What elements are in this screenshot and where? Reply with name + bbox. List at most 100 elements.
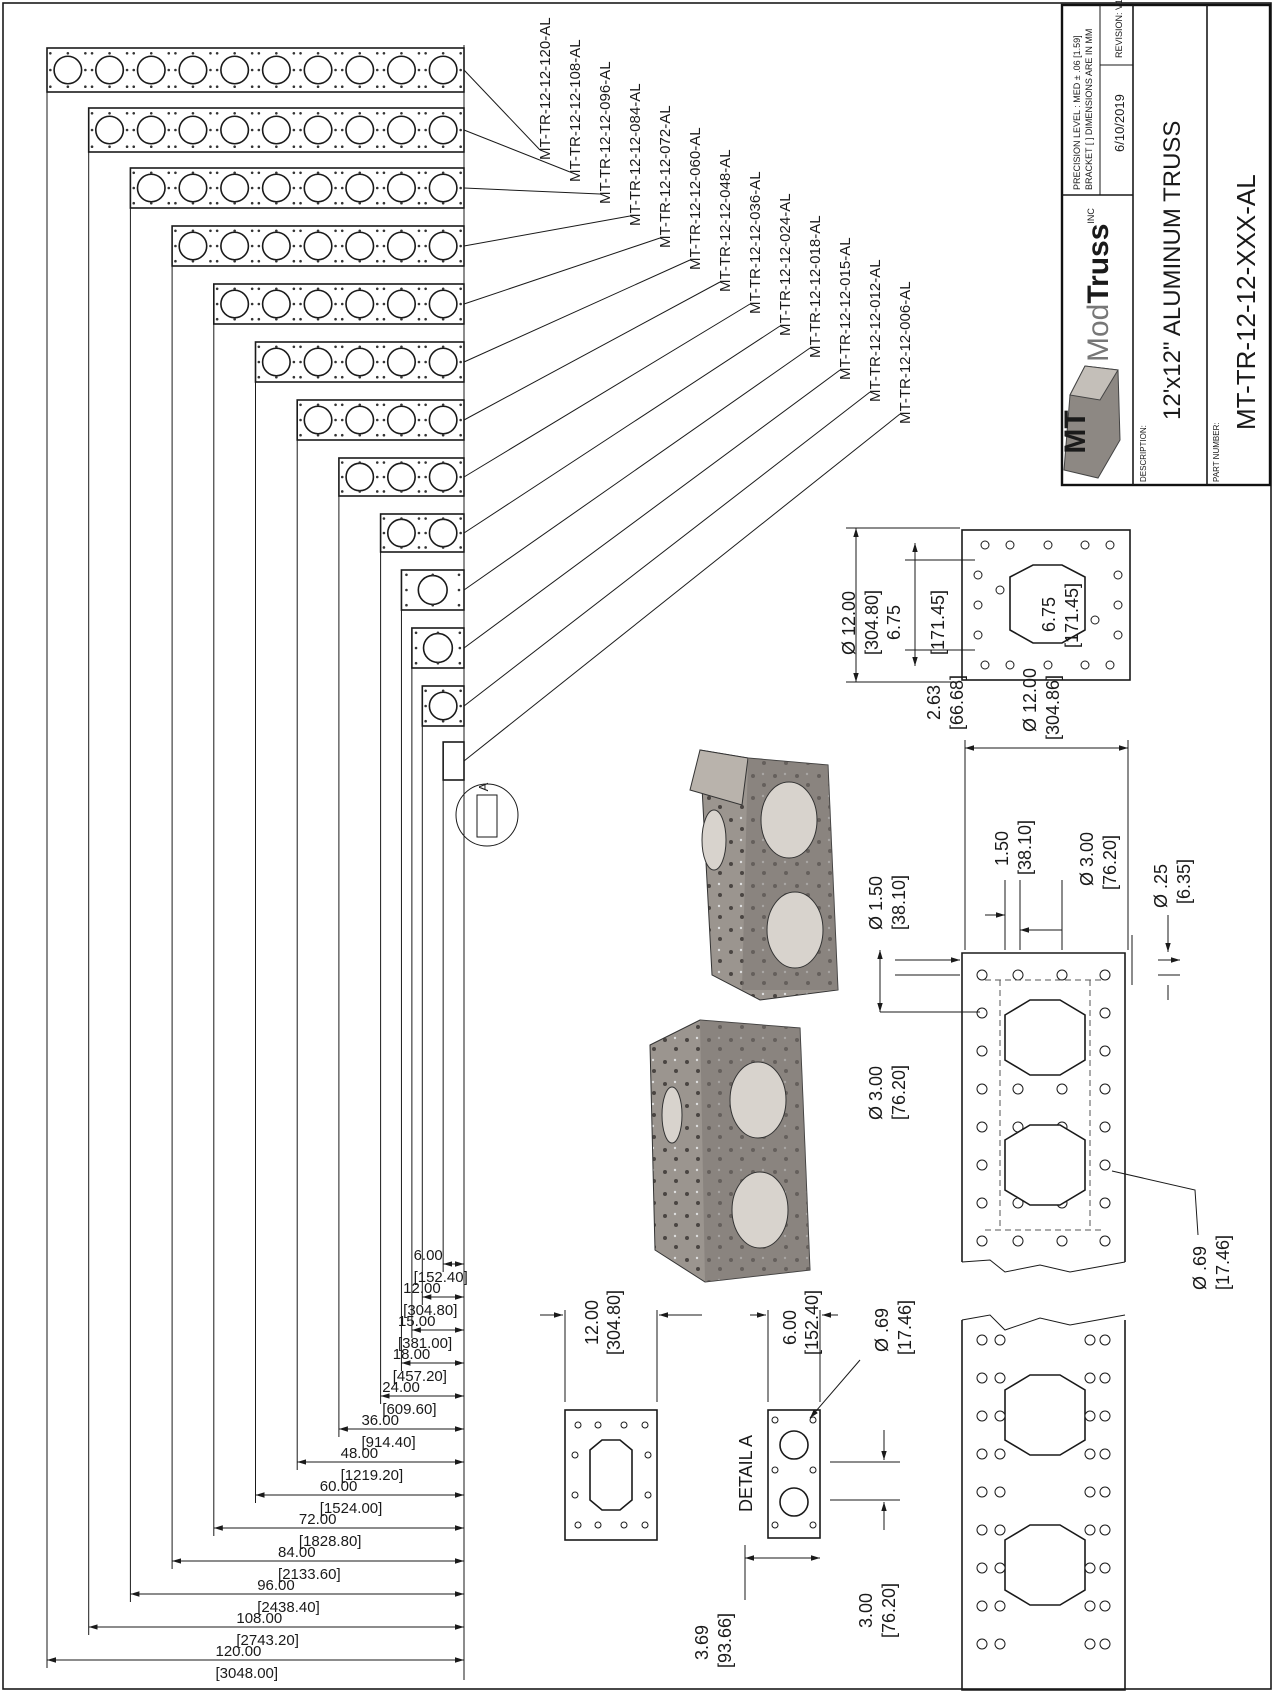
bolt-hole <box>334 51 337 55</box>
bolt-hole <box>340 403 344 407</box>
bolt-hole <box>275 51 278 55</box>
bolt-hole <box>257 375 261 379</box>
bolt-hole <box>340 287 344 291</box>
bolt-hole <box>417 287 421 291</box>
face-hole <box>976 1159 988 1171</box>
bolt-hole <box>424 68 427 72</box>
bolt-hole <box>316 403 320 407</box>
bolt-hole <box>375 51 379 55</box>
part-label: MT-TR-12-12-018-AL <box>807 215 824 358</box>
bolt-hole <box>375 68 379 72</box>
face-hole <box>1099 1600 1111 1612</box>
bolt-hole <box>316 259 320 263</box>
face-hole <box>976 1121 988 1133</box>
bolt-hole <box>167 171 171 175</box>
bolt-hole <box>316 171 320 175</box>
face-view: 2.63 [66.68] Ø 12.00 [304.86] 1.50 [38.1… <box>866 668 1233 1691</box>
leader-line <box>463 281 721 421</box>
bolt-hole <box>340 259 344 263</box>
bolt-hole <box>108 85 111 89</box>
svg-text:Ø .69: Ø .69 <box>1190 1246 1210 1290</box>
bolt-hole <box>209 229 212 233</box>
bolt-hole <box>382 128 386 132</box>
bolt-hole <box>174 186 177 190</box>
length-dimensions: 120.00[3048.00]108.00[2743.20]96.00[2438… <box>46 45 468 1682</box>
bolt-hole <box>358 171 362 175</box>
end-hole <box>1105 660 1115 670</box>
bolt-hole <box>250 68 254 72</box>
bolt-hole <box>375 171 379 175</box>
bolt-hole <box>316 287 320 291</box>
bolt-hole <box>358 345 362 349</box>
bolt-hole <box>424 201 427 205</box>
bolt-hole <box>424 145 427 149</box>
part-label: MT-TR-12-12-072-AL <box>657 105 674 248</box>
part-label: MT-TR-12-12-006-AL <box>897 281 914 424</box>
detail-hole <box>809 1521 817 1529</box>
svg-text:[76.20]: [76.20] <box>889 1065 909 1120</box>
precision-line-1: PRECISION LEVEL : MED ± .06 [1.59] <box>1072 35 1082 190</box>
section-opening <box>303 231 333 261</box>
section-opening <box>417 574 448 606</box>
svg-text:[93.66]: [93.66] <box>715 1613 735 1668</box>
svg-text:[17.46]: [17.46] <box>895 1300 915 1355</box>
bolt-hole <box>424 317 427 321</box>
part-number-text: MT-TR-12-12-XXX-AL <box>1231 174 1261 430</box>
bolt-hole <box>316 201 320 205</box>
bolt-hole <box>382 531 386 535</box>
svg-text:[6.35]: [6.35] <box>1174 859 1194 904</box>
bolt-hole <box>459 461 462 464</box>
face-hole <box>1099 1410 1111 1422</box>
section-opening <box>386 55 417 85</box>
bolt-hole <box>167 85 171 89</box>
bolt-hole <box>417 111 421 115</box>
bolt-hole <box>417 128 421 132</box>
bolt-hole <box>417 186 421 190</box>
end-hole <box>980 660 990 670</box>
bolt-hole <box>340 345 344 349</box>
length-mm: [914.40] <box>361 1434 415 1451</box>
bolt-hole <box>457 573 461 577</box>
bolt-hole <box>292 186 296 190</box>
bolt-hole <box>382 345 386 349</box>
bolt-hole <box>334 244 337 248</box>
bolt-hole <box>292 201 296 205</box>
leader-line <box>463 413 901 762</box>
length-mm: [1828.80] <box>299 1533 362 1550</box>
bottom-square-view: 12.00 [304.80] <box>540 1290 702 1541</box>
bolt-hole <box>167 111 171 115</box>
svg-text:Ø .69: Ø .69 <box>872 1308 892 1352</box>
truss-3d-render <box>649 749 839 1283</box>
square-hole <box>620 1521 628 1529</box>
bolt-hole <box>215 302 219 306</box>
bolt-hole <box>417 317 421 321</box>
svg-text:[304.86]: [304.86] <box>1043 675 1063 740</box>
bolt-hole <box>334 85 337 89</box>
bolt-hole <box>459 517 462 520</box>
bolt-hole <box>340 244 344 248</box>
bolt-hole <box>49 68 52 72</box>
bolt-hole <box>174 244 177 248</box>
svg-text:3.69: 3.69 <box>692 1625 712 1660</box>
leader-line <box>463 215 631 247</box>
bolt-hole <box>257 317 261 321</box>
bolt-hole <box>299 229 302 233</box>
bolt-hole <box>431 573 435 577</box>
svg-text:[171.45]: [171.45] <box>1062 583 1082 648</box>
bolt-hole <box>417 433 421 437</box>
face-hole <box>1099 1197 1111 1209</box>
bolt-hole <box>292 244 296 248</box>
bolt-hole <box>358 111 362 115</box>
bolt-hole <box>400 403 403 407</box>
square-hole <box>574 1421 582 1429</box>
length-inch: 12.00 <box>403 1280 441 1297</box>
bolt-hole <box>334 403 337 407</box>
bolt-hole <box>257 229 261 233</box>
bolt-hole <box>340 51 344 55</box>
bolt-hole <box>417 201 421 205</box>
bolt-hole <box>459 302 462 306</box>
bolt-hole <box>215 111 219 115</box>
bolt-hole <box>299 418 302 422</box>
bolt-hole <box>191 51 195 55</box>
bolt-hole <box>375 111 379 115</box>
